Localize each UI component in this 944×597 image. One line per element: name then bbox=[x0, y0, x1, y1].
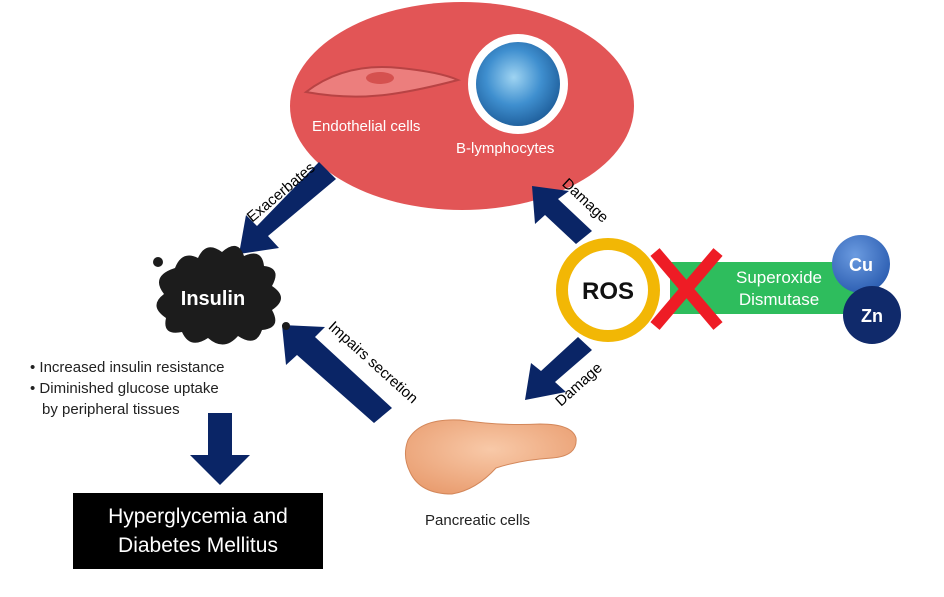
b-lymphocyte-icon bbox=[476, 42, 560, 126]
zn-label: Zn bbox=[861, 306, 883, 326]
cu-label: Cu bbox=[849, 255, 873, 275]
ros-ring bbox=[556, 238, 660, 342]
down-arrow bbox=[190, 413, 250, 485]
enzyme-label-line1: Superoxide bbox=[736, 268, 822, 287]
damage-top-arrow bbox=[532, 186, 592, 244]
insulin-droplet bbox=[282, 322, 290, 330]
target-cells-ellipse bbox=[290, 2, 634, 210]
pancreatic-cells-label: Pancreatic cells bbox=[425, 512, 531, 529]
insulin-blob-icon bbox=[156, 245, 281, 345]
endothelial-nucleus bbox=[366, 72, 394, 84]
outcome-box: Hyperglycemia and Diabetes Mellitus bbox=[73, 493, 323, 569]
endothelial-cells-label: Endothelial cells bbox=[312, 118, 421, 135]
impairs-secretion-arrow bbox=[282, 325, 392, 423]
damage-bottom-arrow bbox=[525, 337, 592, 400]
outcome-line2: Diabetes Mellitus bbox=[118, 534, 278, 557]
effect-item: • Diminished glucose uptake bbox=[30, 380, 219, 397]
copper-cofactor bbox=[832, 235, 890, 293]
pancreas-icon bbox=[404, 419, 577, 495]
effects-list: • Increased insulin resistance • Diminis… bbox=[30, 357, 225, 420]
enzyme-label-line2: Dismutase bbox=[739, 290, 819, 309]
b-lymphocytes-label: B-lymphocytes bbox=[456, 140, 555, 157]
outcome-line1: Hyperglycemia and bbox=[108, 505, 288, 528]
insulin-label: Insulin bbox=[181, 288, 245, 310]
inhibition-cross-stroke bbox=[650, 248, 723, 330]
effect-item: • Increased insulin resistance bbox=[30, 359, 225, 376]
zinc-cofactor bbox=[843, 286, 901, 344]
ros-label: ROS bbox=[582, 278, 634, 305]
effect-item-continuation: by peripheral tissues bbox=[42, 401, 180, 418]
exacerbates-arrow bbox=[239, 162, 336, 254]
insulin-droplet bbox=[153, 257, 163, 267]
